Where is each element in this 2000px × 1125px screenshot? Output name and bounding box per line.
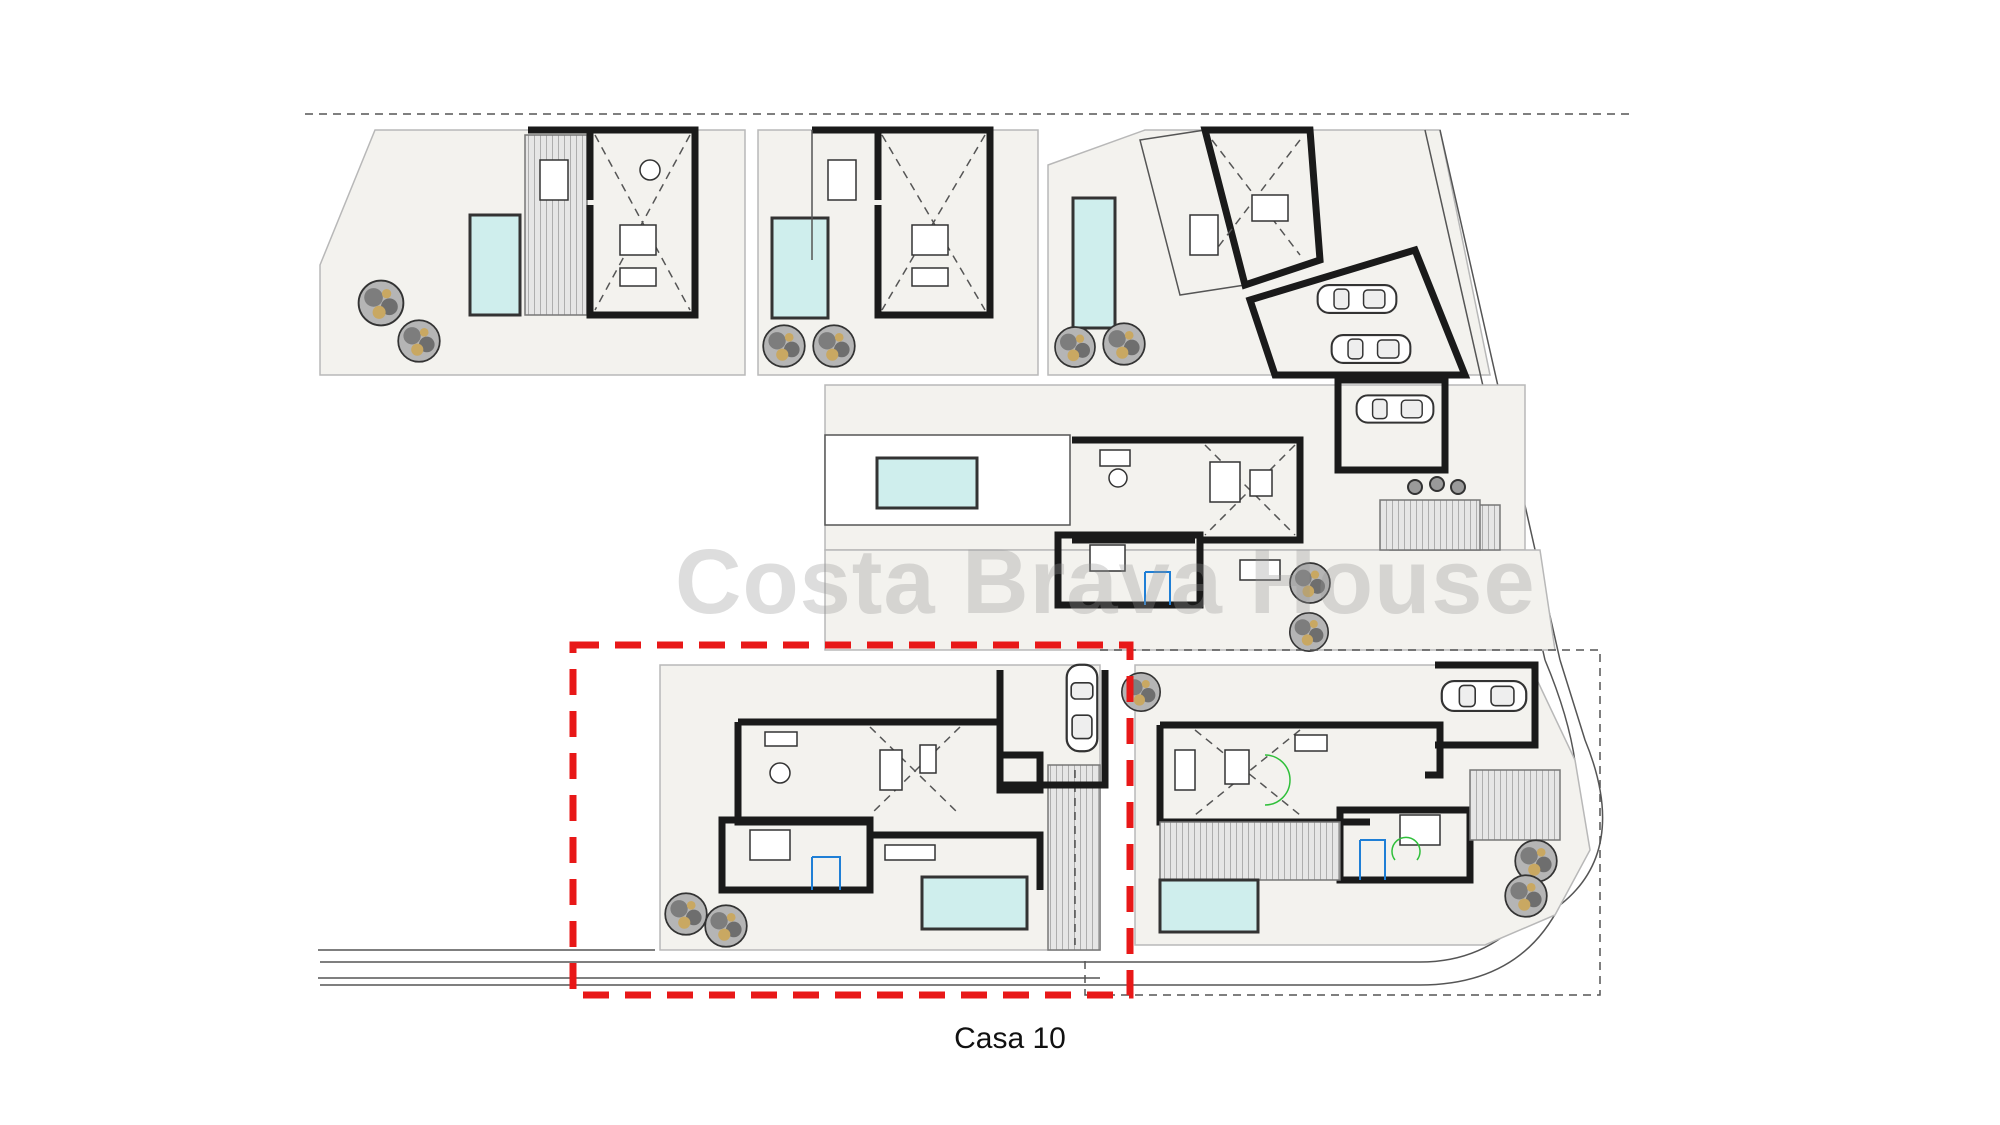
tree-icon <box>664 892 708 936</box>
car-icon <box>1355 394 1435 424</box>
casa-10-highlight <box>569 641 1134 999</box>
car-icon <box>1065 663 1099 753</box>
tree-icon <box>704 904 748 948</box>
tree-icon <box>1054 326 1096 368</box>
tree-icon <box>397 319 441 363</box>
tree-icon <box>357 279 405 327</box>
plot-top-left <box>319 126 746 376</box>
plot-casa-10 <box>659 663 1109 951</box>
car-icon <box>1330 333 1412 365</box>
tree-icon <box>1289 562 1331 604</box>
car-icon <box>1440 679 1528 713</box>
plot-middle <box>824 376 1556 653</box>
plot-boundary <box>1084 649 1601 996</box>
tree-icon <box>762 324 806 368</box>
plot-top-right <box>1047 126 1491 379</box>
tree-icon <box>812 324 856 368</box>
tree-icon <box>1504 874 1548 918</box>
plan-caption: Casa 10 <box>954 1022 1066 1055</box>
plot-top-middle <box>757 126 1039 376</box>
car-icon <box>1316 283 1398 315</box>
tree-icon <box>1102 322 1146 366</box>
plot-bottom-right <box>1121 661 1591 946</box>
tree-icon <box>1289 611 1329 653</box>
